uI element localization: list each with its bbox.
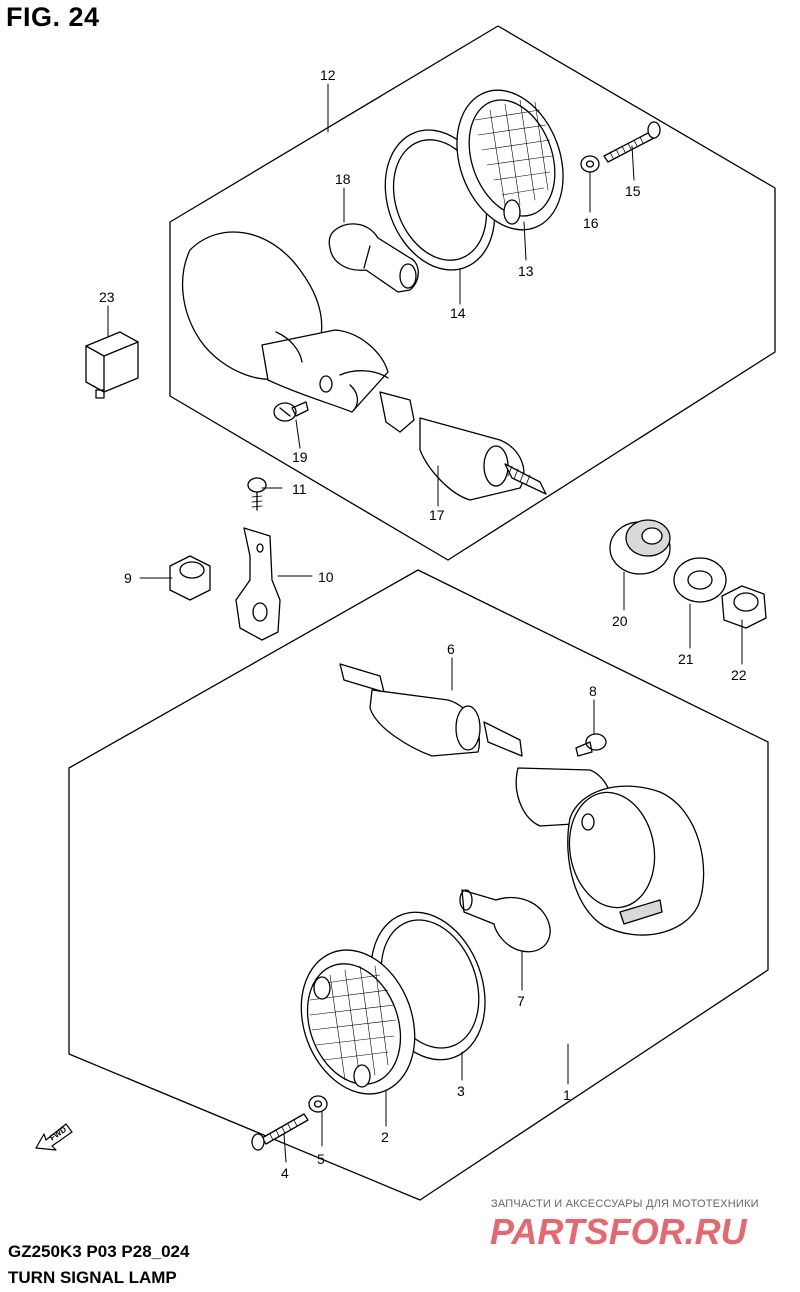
callout-21: 21 (678, 651, 694, 667)
screw-15 (603, 121, 661, 163)
fwd-arrow-icon: FWD (35, 1123, 73, 1151)
callout-23: 23 (99, 289, 115, 305)
figure-title: FIG. 24 (6, 2, 100, 32)
callout-10: 10 (318, 569, 334, 585)
callout-6: 6 (447, 641, 455, 657)
callout-3: 3 (457, 1083, 465, 1099)
rear-lamp-housing (181, 231, 415, 433)
callout-18: 18 (335, 171, 351, 187)
washer-16-hole (585, 160, 595, 168)
callout-12: 12 (320, 67, 336, 83)
callout-17: 17 (429, 507, 445, 523)
callout-9: 9 (124, 570, 132, 586)
callout-19: 19 (292, 449, 308, 465)
callout-14: 14 (450, 305, 466, 321)
assembly-12-outline (169, 25, 776, 561)
figure-name: TURN SIGNAL LAMP (8, 1268, 177, 1287)
callout-20: 20 (612, 613, 628, 629)
nut-22 (721, 585, 767, 629)
washer-21 (673, 557, 727, 603)
washer-5 (308, 1095, 328, 1113)
callout-8: 8 (589, 683, 597, 699)
callout-1: 1 (563, 1087, 571, 1103)
socket-cord-6 (339, 663, 523, 757)
callout-5: 5 (317, 1151, 325, 1167)
callout-2: 2 (381, 1129, 389, 1145)
rubber-cap-23 (85, 331, 139, 399)
callout-11: 11 (292, 481, 307, 497)
callout-7: 7 (517, 993, 525, 1009)
assembly-1-outline (68, 569, 769, 1201)
front-lamp-housing (515, 767, 705, 936)
callout-13: 13 (518, 263, 534, 279)
callout-4: 4 (281, 1165, 289, 1181)
bracket-10 (235, 527, 281, 641)
figure-code: GZ250K3 P03 P28_024 (8, 1242, 190, 1261)
callout-16: 16 (583, 215, 599, 231)
watermark-logo: PARTSFOR.RU (490, 1211, 748, 1252)
cushion-20 (609, 519, 671, 575)
screw-19 (273, 401, 309, 422)
bolt-11 (247, 477, 267, 511)
nut-9 (169, 555, 211, 601)
washer-16 (580, 155, 600, 173)
screw-4 (251, 1113, 309, 1151)
bulb-18 (328, 223, 419, 293)
callout-22: 22 (731, 667, 747, 683)
lens-13 (456, 89, 564, 231)
lens-2 (300, 949, 416, 1095)
screw-8 (575, 733, 607, 757)
bulb-7 (459, 889, 551, 953)
callout-15: 15 (625, 183, 641, 199)
watermark-tagline: ЗАПЧАСТИ И АКСЕССУАРЫ ДЛЯ МОТОТЕХНИКИ (491, 1198, 759, 1210)
leader-lines (107, 83, 743, 1163)
socket-cord-17 (419, 417, 547, 501)
